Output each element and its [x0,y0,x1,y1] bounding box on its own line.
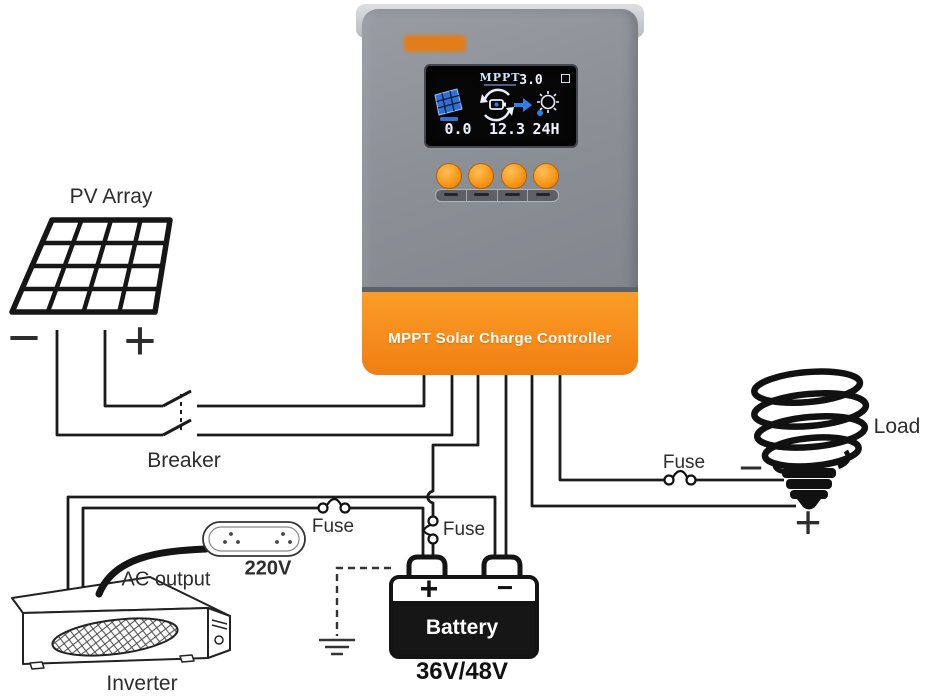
load-bulb-icon [751,368,870,475]
breaker-blade-bottom [162,418,192,437]
button-label-strip [435,189,559,202]
battery-voltage-label: 36V/48V [415,658,509,685]
inverter-label: Inverter [106,672,178,695]
brand-logo [404,35,466,52]
lcd-display: MPPT 3.0 0. [424,64,578,148]
pv-array-icon [9,217,173,315]
wire-pv-negative [55,330,163,437]
battery-charging-icon [480,88,514,122]
breaker-label: Breaker [147,449,221,472]
wire-inverter-positive-2 [350,506,425,559]
controller-button-2 [468,163,494,189]
ac-output-label: AC output [121,568,211,591]
wires [55,330,796,590]
battery-minus-sign: − [496,572,514,603]
wire-pv-negative-2 [197,375,454,437]
outlet-voltage-label: 220V [244,557,292,580]
ground-symbol [319,566,391,656]
load-fuse-label: Fuse [662,452,706,473]
battery-fuse-icon [422,515,439,545]
status-square-icon [561,74,570,83]
controller-button-3 [501,163,527,189]
outlet-icon [202,521,306,557]
load-bulb-base [782,468,836,510]
solar-panel-icon [434,88,463,121]
display-load-value: 24H [532,120,560,138]
inverter-icon [11,576,231,670]
battery-plus-sign: + [419,570,439,607]
wire-inverter-positive [81,506,318,587]
display-mode-subtext [484,84,516,86]
wire-load-negative [558,375,664,482]
ac-cable [95,545,210,598]
display-top-value: 3.0 [519,73,543,88]
load-minus-sign: − [738,444,764,491]
display-pv-value: 0.0 [444,120,472,138]
display-mode-label: MPPT [479,71,521,84]
load-plus-sign: + [794,496,822,548]
controller-orange-band: MPPT Solar Charge Controller [362,287,638,375]
pv-array-label: PV Array [69,185,153,208]
wire-pv-positive-2 [197,375,426,408]
battery-fuse-label: Fuse [442,519,486,540]
pv-plus-sign: + [123,308,157,372]
inverter-fuse-label: Fuse [311,516,355,537]
controller-button-1 [436,163,462,189]
battery-label: Battery [425,616,499,639]
load-fuse-icon [663,469,697,486]
display-battery-value: 12.3 [488,120,526,138]
wire-load-positive [530,375,796,508]
wire-battery-positive [426,375,480,517]
controller-band-label: MPPT Solar Charge Controller [388,330,612,347]
wire-pv-positive [103,330,163,408]
load-label: Load [873,415,921,438]
charge-controller: MPPT 3.0 0. [362,9,638,375]
pv-minus-sign: − [7,305,41,369]
controller-button-4 [533,163,559,189]
arrow-right-icon [514,91,559,116]
wire-inverter-negative [66,495,497,590]
fuse-symbols [317,469,697,545]
battery-terminals [406,554,523,578]
battery-icon [389,575,539,659]
inverter-fuse-icon [317,497,351,514]
lamp-icon [537,91,559,113]
breaker-blade-top [162,389,192,408]
